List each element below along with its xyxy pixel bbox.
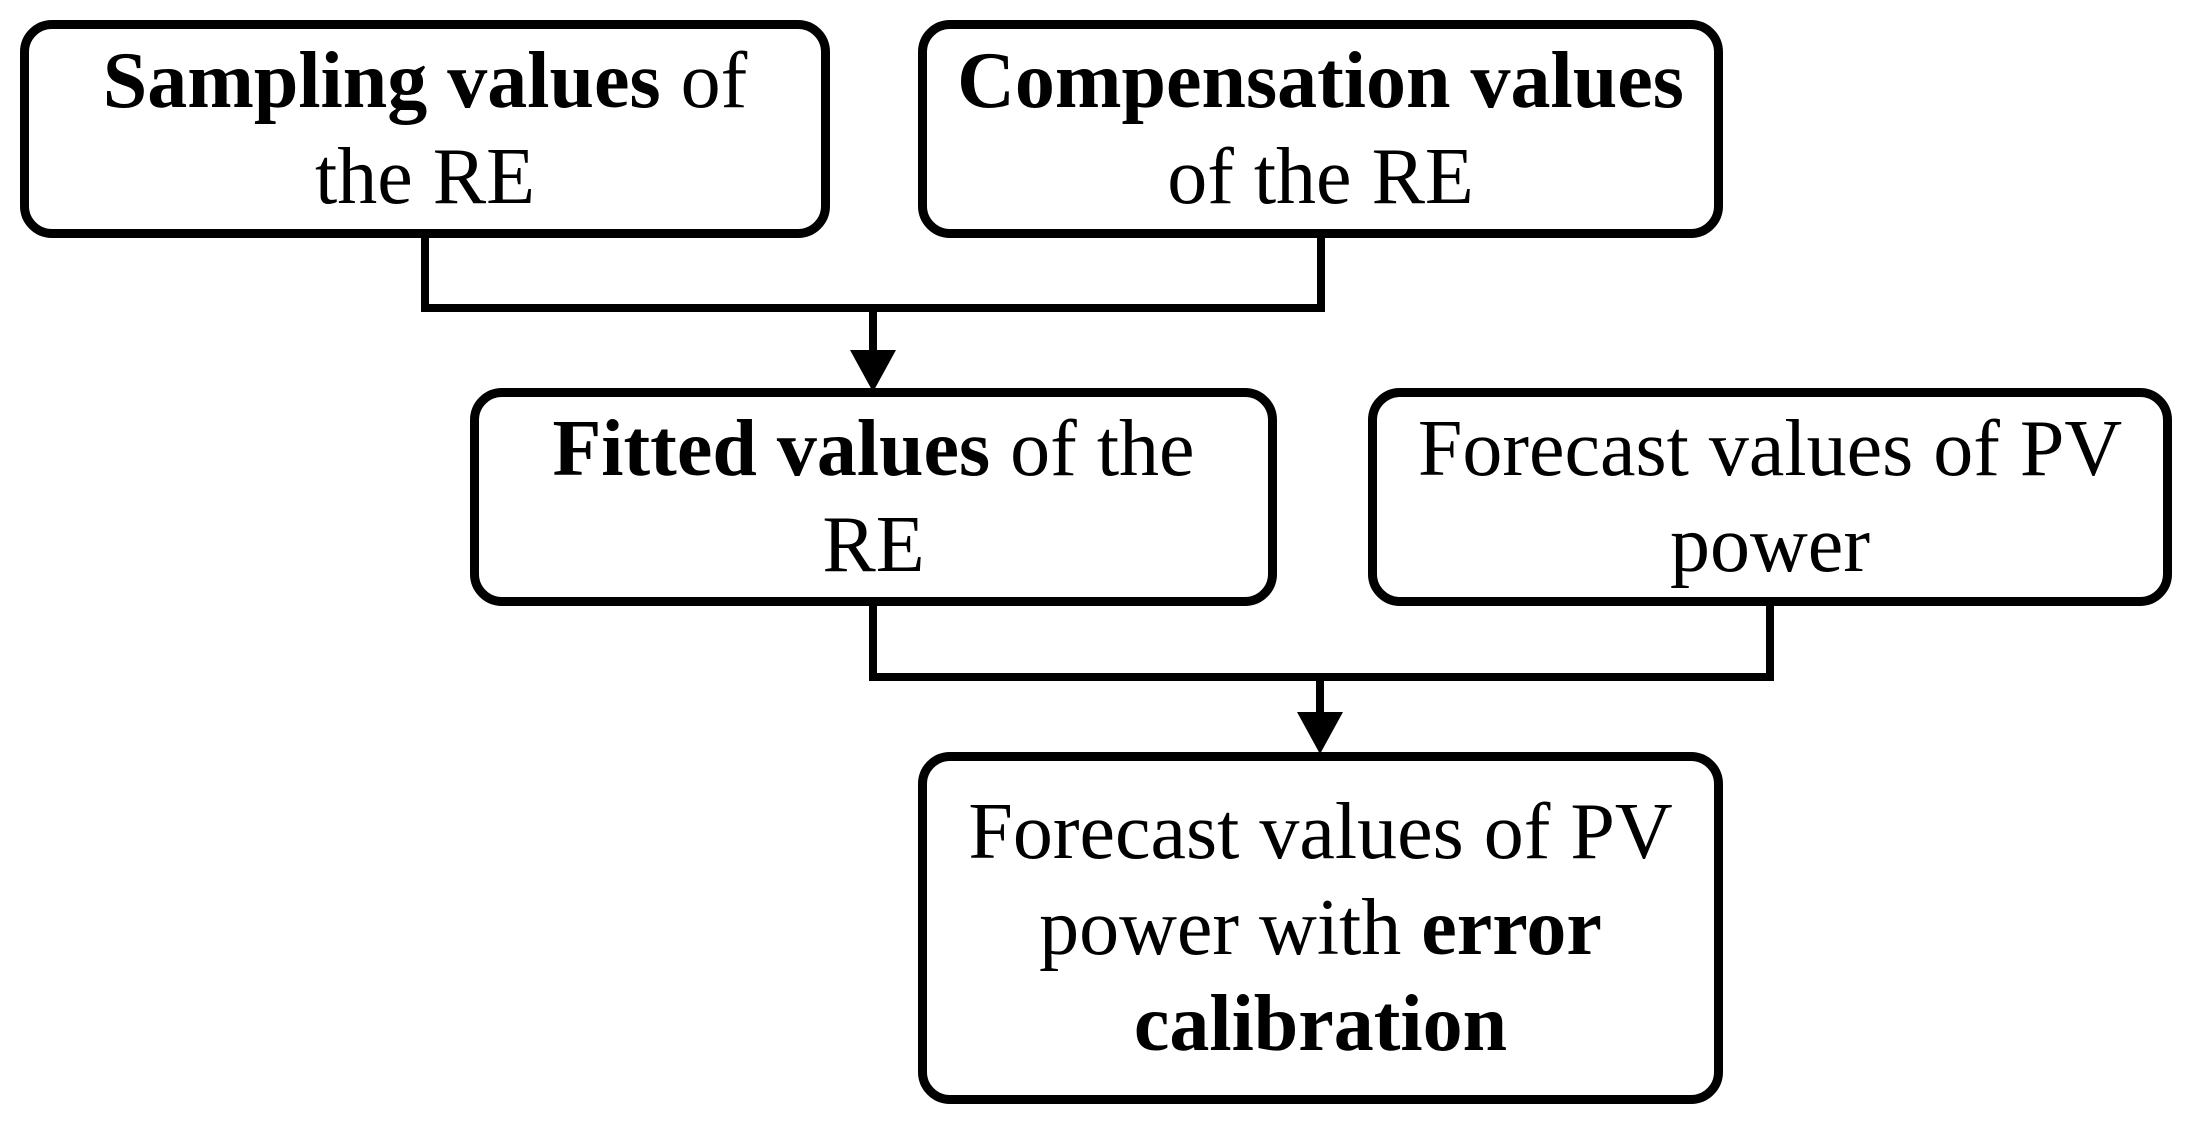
node-label-line: Fitted values of the: [552, 401, 1194, 497]
node-label-segment: power with: [1039, 884, 1422, 972]
connector2-arrow-stem-line: [1316, 677, 1324, 715]
node-label-segment: Sampling values: [102, 37, 661, 125]
node-sampling-values: Sampling values of the RE: [20, 20, 830, 238]
node-fitted-values: Fitted values of the RE: [470, 388, 1277, 606]
node-label-line: Compensation values: [957, 37, 1684, 125]
node-label-line: Forecast values of PV: [968, 788, 1673, 876]
connector1-arrow-stem-line: [869, 308, 877, 354]
node-label-segment: of the: [990, 405, 1195, 493]
node-label-line: power with error: [1039, 880, 1602, 976]
connector1-left-drop-line: [421, 234, 429, 312]
node-forecast-pv-power: Forecast values of PV power: [1368, 388, 2172, 606]
arrow-down-icon: [850, 350, 896, 392]
node-compensation-values: Compensation values of the RE: [918, 20, 1723, 238]
node-label-line: calibration: [1133, 980, 1508, 1068]
node-forecast-pv-error-calibration: Forecast values of PV power with error c…: [918, 752, 1723, 1104]
node-label-segment: Fitted values: [552, 405, 991, 493]
node-label-segment: error: [1421, 884, 1602, 972]
node-label-line: the RE: [315, 133, 535, 221]
node-label-line: of the RE: [1167, 133, 1474, 221]
node-label-line: power: [1670, 501, 1870, 589]
node-label-segment: of: [660, 37, 748, 125]
node-label-line: Sampling values of: [103, 33, 748, 129]
connector1-right-drop-line: [1317, 234, 1325, 312]
connector2-left-drop-line: [869, 600, 877, 681]
arrow-down-icon: [1297, 712, 1343, 754]
connector2-right-drop-line: [1766, 600, 1774, 681]
node-label-line: Forecast values of PV: [1417, 405, 2123, 493]
node-label-line: RE: [822, 501, 925, 589]
